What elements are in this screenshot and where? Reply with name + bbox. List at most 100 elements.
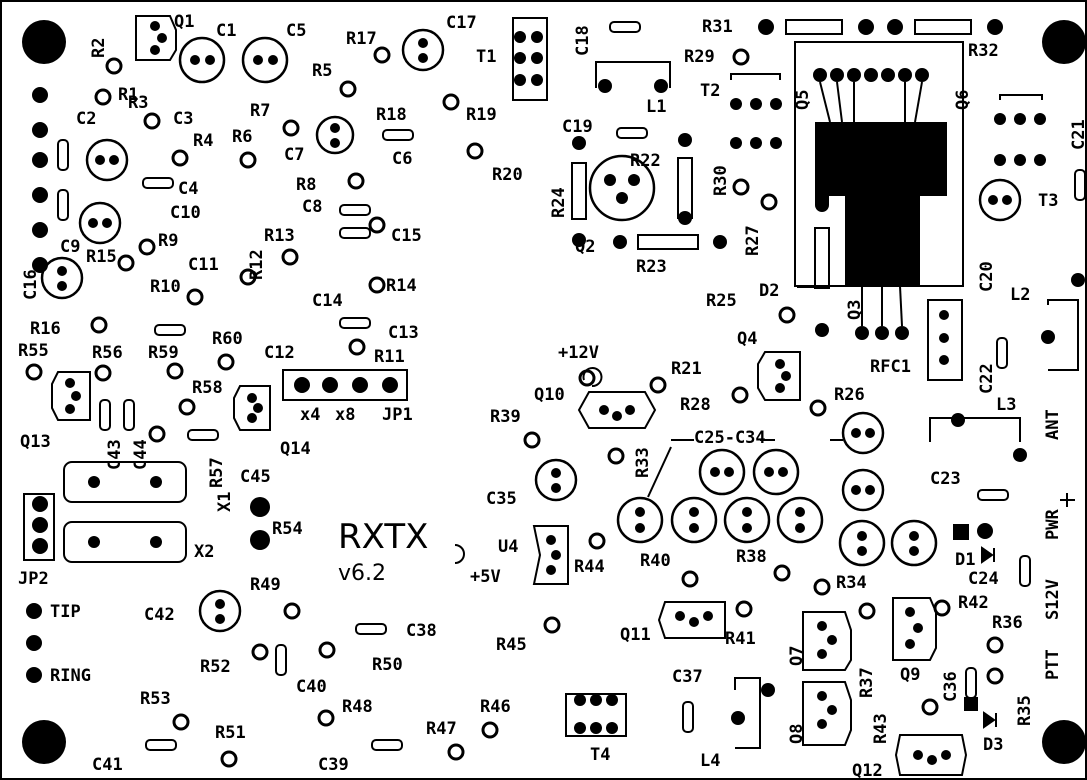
leader-lines [454, 439, 1075, 564]
ref-label: R40 [640, 551, 671, 571]
ref-label: R6 [232, 127, 252, 147]
ref-label: R16 [30, 319, 61, 339]
ref-label: T3 [1038, 191, 1058, 211]
ref-label: R56 [92, 343, 123, 363]
ref-label: R58 [192, 378, 223, 398]
ref-label: R10 [150, 277, 181, 297]
ref-label: C9 [60, 237, 80, 257]
ref-label: R32 [968, 41, 999, 61]
ref-label: T4 [590, 745, 610, 765]
ref-label: C1 [216, 21, 236, 41]
ref-label: JP1 [382, 405, 413, 425]
ref-label: D2 [759, 281, 779, 301]
ref-label: C7 [284, 145, 304, 165]
ref-label: R39 [490, 407, 521, 427]
ref-label: C5 [286, 21, 306, 41]
ref-label: C39 [318, 755, 349, 775]
ref-label: Q7 [787, 646, 807, 666]
transistor-pins [65, 21, 951, 765]
ref-label: R13 [264, 226, 295, 246]
ref-label: C21 [1069, 119, 1087, 150]
board-title: RXTX [338, 517, 428, 557]
ref-label: R21 [671, 359, 702, 379]
ref-label: R2 [89, 38, 109, 58]
ref-label: L1 [646, 97, 666, 117]
resistor-bodies [571, 19, 972, 289]
ref-label: C38 [406, 621, 437, 641]
transistor-outlines [51, 15, 968, 776]
ref-label: R48 [342, 697, 373, 717]
ref-label: Q3 [845, 300, 865, 320]
ref-label: C24 [968, 569, 999, 589]
ref-label: C18 [573, 25, 593, 56]
ref-label: C41 [92, 755, 123, 775]
ref-label: R57 [207, 457, 227, 488]
x4-label: x4 [300, 405, 320, 425]
ref-label: L2 [1010, 285, 1030, 305]
ref-label: R44 [574, 557, 605, 577]
ref-label: R41 [725, 629, 756, 649]
reference-designators: Q1 C1 C5 R17 C17 T1 R31 R32 R29 R5 R1 R3… [18, 12, 1058, 780]
ref-label: D1 [955, 550, 975, 570]
ref-label: X1 [215, 492, 235, 512]
ref-label: R47 [426, 719, 457, 739]
ref-label: C8 [302, 197, 322, 217]
pwr-label: PWR [1043, 509, 1063, 540]
ceramic-capacitors [57, 21, 1086, 751]
ref-label: Q1 [174, 12, 194, 32]
ref-label: Q9 [900, 665, 920, 685]
ref-label: R45 [496, 635, 527, 655]
ref-label: R31 [702, 17, 733, 37]
ref-label: C13 [388, 323, 419, 343]
ref-label: T2 [700, 81, 720, 101]
ref-label: R49 [250, 575, 281, 595]
ref-label: R4 [193, 131, 213, 151]
ref-label: C19 [562, 117, 593, 137]
ref-label: R24 [549, 187, 569, 218]
ref-label: R3 [128, 93, 148, 113]
ref-label: R35 [1015, 695, 1035, 726]
ref-label: C14 [312, 291, 343, 311]
ref-label: C37 [672, 667, 703, 687]
ref-label: R38 [736, 547, 767, 567]
ref-label: R43 [871, 713, 891, 744]
inductor-outlines [23, 17, 1079, 749]
tip-label: TIP [50, 602, 81, 622]
ref-label: R26 [834, 385, 865, 405]
plus12v-label: +12V [558, 343, 599, 363]
ref-label: Q10 [534, 385, 565, 405]
reference-designators-rotated: R2 C18 Q5 Q6 R24 R30 C21 C16 R12 R27 C20… [21, 25, 1087, 744]
ref-label: R19 [466, 105, 497, 125]
ref-label: U4 [498, 537, 518, 557]
ref-label: L4 [700, 751, 720, 771]
ref-label: R7 [250, 101, 270, 121]
ref-label: Q6 [953, 90, 973, 110]
ring-label: RING [50, 666, 91, 686]
ref-label: R36 [992, 613, 1023, 633]
x8-label: x8 [335, 405, 355, 425]
ref-label: R17 [346, 29, 377, 49]
ref-label: Q14 [280, 439, 311, 459]
ref-label: R30 [711, 165, 731, 196]
ref-label: R12 [247, 249, 267, 280]
ref-label: C11 [188, 255, 219, 275]
ref-label: R25 [706, 291, 737, 311]
ref-label: C42 [144, 605, 175, 625]
ref-label: C43 [105, 439, 125, 470]
ref-label: C2 [76, 109, 96, 129]
ref-label: D3 [983, 735, 1003, 755]
ref-label: R28 [680, 395, 711, 415]
ref-label: C17 [446, 13, 477, 33]
mounting-holes [22, 20, 1086, 764]
ref-label: C36 [941, 671, 961, 702]
diode-symbols [582, 286, 997, 729]
ref-label: C16 [21, 269, 41, 300]
ref-label: R20 [492, 165, 523, 185]
plus5v-label: +5V [470, 567, 501, 587]
ref-label: R1 [118, 85, 138, 105]
ref-label: R11 [374, 347, 405, 367]
pad-dots [26, 87, 993, 683]
ref-label: C10 [170, 203, 201, 223]
pads [25, 46, 1004, 768]
ref-label: C22 [977, 363, 997, 394]
